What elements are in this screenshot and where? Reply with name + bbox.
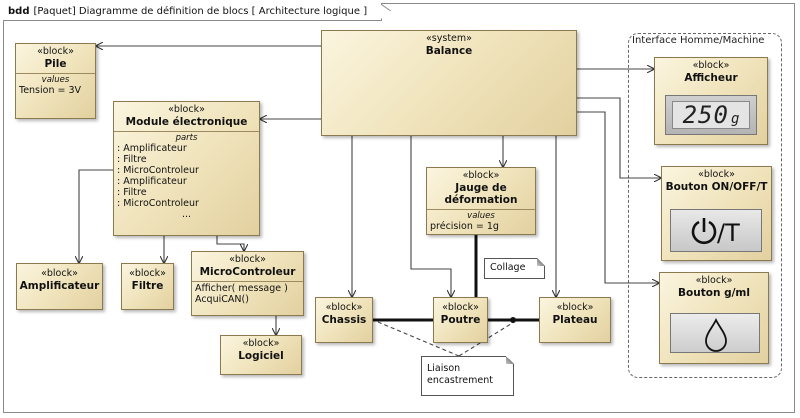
pile-stereotype: «block» [37, 46, 74, 57]
microcontroleur-operation: Afficher( message ) [195, 283, 288, 294]
chassis-name: Chassis [321, 314, 367, 326]
block-microcontroleur[interactable]: «block» MicroControleur Afficher( messag… [191, 251, 304, 316]
bouton-gml-name: Bouton g/ml [678, 287, 750, 299]
bouton-gml-stereotype: «block» [695, 275, 733, 286]
pile-values-title: values [41, 75, 70, 85]
module-stereotype: «block» [168, 104, 205, 115]
note-fold [506, 356, 514, 364]
block-bouton-gml[interactable]: «block» Bouton g/ml [659, 272, 769, 364]
pile-name: Pile [44, 58, 67, 70]
block-module-electronique[interactable]: «block» Module électronique parts : Ampl… [113, 101, 260, 236]
module-part: : Filtre [117, 154, 147, 165]
module-parts-section: parts : Amplificateur : Filtre : MicroCo… [114, 131, 259, 221]
afficheur-name: Afficheur [684, 72, 738, 84]
bouton-onoff-stereotype: «block» [698, 169, 735, 180]
composition-balance-onoff [577, 98, 661, 178]
balance-name: Balance [425, 45, 473, 57]
svg-text:/T: /T [717, 219, 740, 247]
filtre-stereotype: «block» [129, 268, 166, 279]
block-poutre[interactable]: «block» Poutre [433, 297, 488, 343]
plateau-name: Plateau [552, 314, 598, 326]
module-parts-title: parts [175, 133, 198, 143]
module-part-ellipsis: ... [181, 209, 192, 220]
note-liaison-line2: encastrement [427, 375, 493, 386]
note-collage-text: Collage [490, 262, 526, 273]
plateau-stereotype: «block» [556, 302, 594, 313]
composition-balance-poutre [411, 136, 451, 297]
block-logiciel[interactable]: «block» Logiciel [220, 335, 302, 375]
lcd-unit: g [730, 111, 740, 127]
poutre-name: Poutre [440, 314, 481, 326]
diagram-kind: bdd [8, 6, 30, 17]
note-liaison-line1: Liaison [427, 363, 461, 374]
jauge-values-section: values précision = 1g [427, 209, 535, 233]
pile-values-section: values Tension = 3V [16, 73, 95, 97]
module-part: : Amplificateur [117, 143, 187, 154]
note-fold [537, 258, 545, 266]
diagram-frame-header: bdd[Paquet] Diagramme de définition de b… [3, 3, 383, 21]
block-balance[interactable]: «system» Balance [321, 30, 577, 136]
microcontroleur-operation: AcquiCAN() [195, 294, 249, 305]
module-part: : Amplificateur [117, 176, 187, 187]
balance-stereotype: «system» [426, 33, 472, 44]
connector-junction [510, 317, 516, 323]
jauge-stereotype: «block» [462, 170, 500, 181]
composition-module-microcontroleur [217, 236, 244, 251]
jauge-name-line1: Jauge de [455, 182, 507, 194]
block-chassis[interactable]: «block» Chassis [315, 297, 373, 343]
power-icon: /T [691, 218, 740, 247]
block-plateau[interactable]: «block» Plateau [539, 297, 611, 343]
amplificateur-name: Amplificateur [19, 280, 100, 292]
amplificateur-stereotype: «block» [41, 268, 78, 279]
drop-icon [705, 317, 727, 352]
module-part: : MicroControleur [117, 198, 199, 209]
block-pile[interactable]: «block» Pile values Tension = 3V [15, 43, 96, 119]
afficheur-stereotype: «block» [692, 60, 730, 71]
note-anchor-liaison-2 [458, 321, 515, 357]
note-collage: Collage [484, 258, 545, 279]
diagram-title: [Paquet] Diagramme de définition de bloc… [33, 6, 368, 17]
jauge-values-title: values [467, 211, 495, 221]
lcd-value: 250 [682, 101, 729, 129]
module-part: : MicroControleur [117, 165, 199, 176]
filtre-name: Filtre [131, 280, 164, 292]
module-name: Module électronique [125, 116, 248, 128]
composition-module-amplificateur [79, 170, 113, 263]
microcontroleur-name: MicroControleur [199, 266, 296, 278]
diagram-frame [3, 3, 795, 413]
module-part: : Filtre [117, 187, 147, 198]
hmi-boundary-label: Interface Homme/Machine [632, 35, 765, 46]
poutre-stereotype: «block» [442, 302, 479, 313]
chassis-stereotype: «block» [325, 302, 363, 313]
microcontroleur-stereotype: «block» [229, 254, 266, 265]
jauge-name-line2: déformation [444, 194, 518, 206]
jauge-value: précision = 1g [430, 221, 499, 232]
gml-button-visual [670, 313, 760, 353]
onoff-button-visual: /T [670, 209, 762, 252]
bouton-onoff-name: Bouton ON/OFF/T [665, 181, 768, 193]
logiciel-stereotype: «block» [242, 338, 280, 349]
note-anchor-liaison-1 [377, 321, 460, 357]
composition-balance-gml [577, 112, 659, 283]
block-filtre[interactable]: «block» Filtre [121, 263, 174, 310]
block-jauge-deformation[interactable]: «block» Jauge de déformation values préc… [426, 167, 536, 235]
block-amplificateur[interactable]: «block» Amplificateur [16, 263, 103, 310]
microcontroleur-operations: Afficher( message ) AcquiCAN() [192, 281, 303, 306]
block-bouton-onoff[interactable]: «block» Bouton ON/OFF/T /T [661, 166, 772, 261]
logiciel-name: Logiciel [238, 350, 284, 362]
pile-value: Tension = 3V [19, 85, 82, 96]
note-liaison: Liaison encastrement [421, 356, 514, 396]
